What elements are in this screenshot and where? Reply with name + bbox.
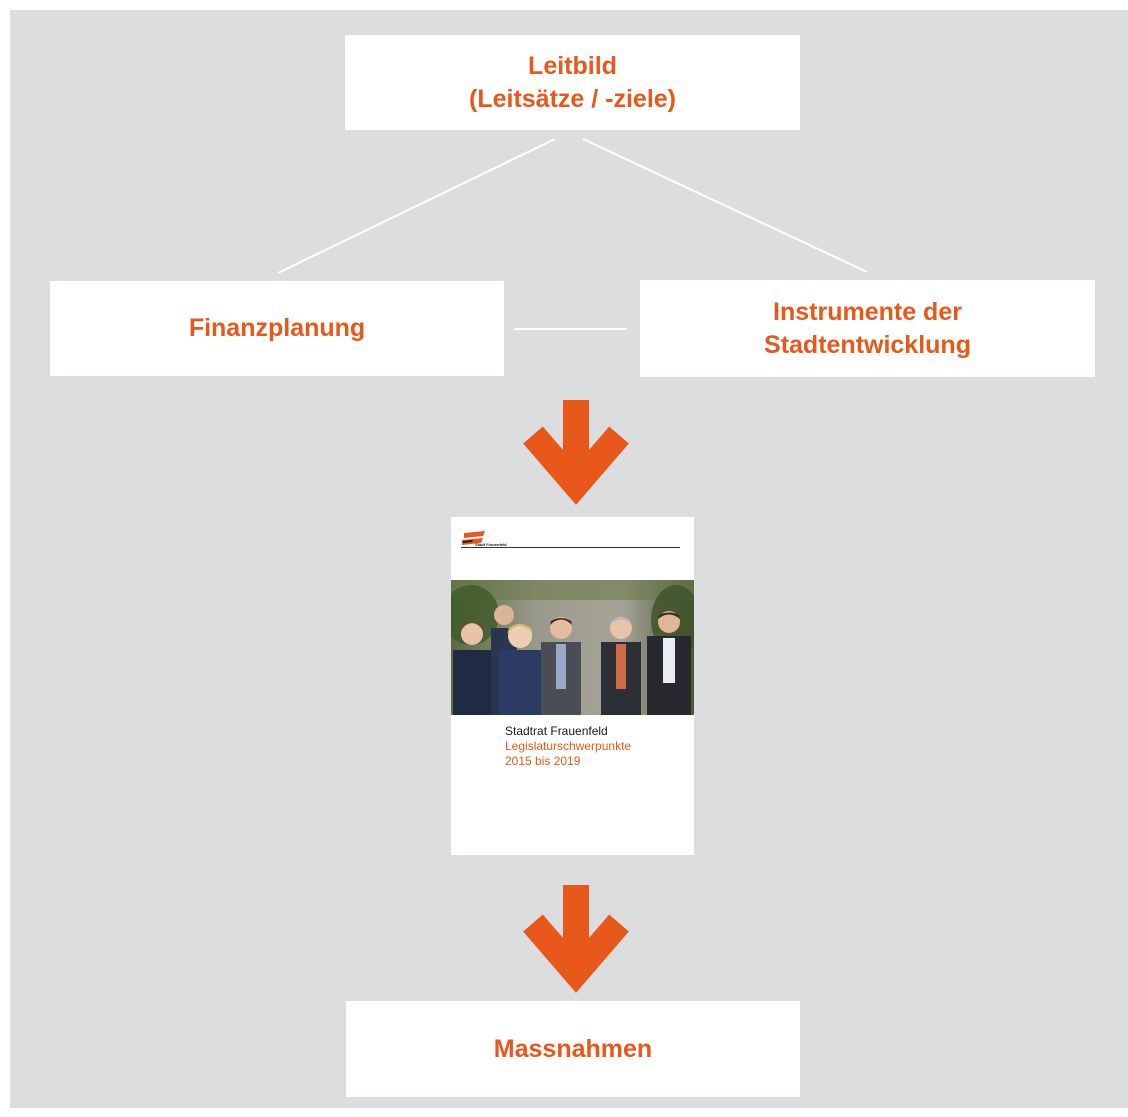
brochure-period: 2015 bis 2019 xyxy=(505,754,581,768)
down-arrow-icon xyxy=(523,426,629,505)
leitbild-subtitle: (Leitsätze / -ziele) xyxy=(469,84,676,113)
massnahmen-label: Massnahmen xyxy=(493,1034,653,1063)
cover-rule xyxy=(461,547,680,548)
down-arrow-icon xyxy=(523,914,629,993)
logo-text: Stadt Frauenfeld xyxy=(475,542,507,547)
instrumente-line2: Stadtentwicklung xyxy=(764,330,971,359)
connector-lines xyxy=(277,138,868,993)
finanzplanung-box: Finanzplanung xyxy=(50,281,504,376)
leitbild-title: Leitbild xyxy=(528,51,617,80)
finanzplanung-label: Finanzplanung xyxy=(188,314,366,342)
instrumente-box: Instrumente der Stadtentwicklung xyxy=(640,280,1095,377)
connector-leitbild-finanz xyxy=(277,138,556,274)
instrumente-line1: Instrumente der xyxy=(773,297,962,326)
stadt-frauenfeld-logo xyxy=(462,531,485,545)
massnahmen-box: Massnahmen xyxy=(346,1001,800,1097)
group-photo xyxy=(451,580,694,715)
brochure-cover: Stadt Frauenfeld xyxy=(451,517,694,855)
connector-leitbild-instrumente xyxy=(582,138,868,273)
leitbild-box: Leitbild (Leitsätze / -ziele) xyxy=(345,35,800,130)
brochure-title: Stadtrat Frauenfeld xyxy=(505,724,608,738)
brochure-subtitle: Legislaturschwerpunkte xyxy=(505,739,632,753)
diagram-canvas: Leitbild (Leitsätze / -ziele) Finanzplan… xyxy=(10,10,1128,1108)
